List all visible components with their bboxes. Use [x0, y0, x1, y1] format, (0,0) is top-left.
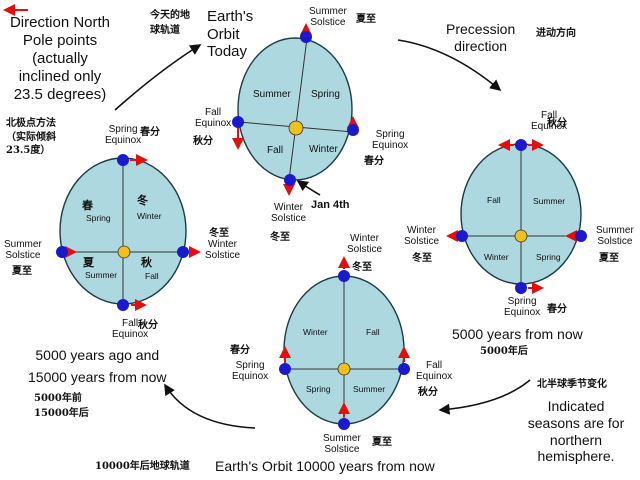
left-q2: Winter	[137, 211, 162, 221]
bottom-summer-solstice-cn: 夏至	[372, 437, 392, 448]
right-winter-solstice: Winter Solstice	[404, 225, 440, 247]
left-fall-equinox-cn: 秋分	[138, 320, 158, 331]
top-q-winter: Winter	[309, 144, 338, 155]
bottom-q-fall: Fall	[366, 327, 380, 337]
orbit-5000-ago	[56, 154, 201, 311]
left-spring-equinox-cn: 春分	[140, 127, 160, 138]
top-winter-solstice-cn: 冬至	[270, 232, 290, 243]
bottom-summer-solstice: Summer Solstice	[323, 433, 361, 455]
left-q3: Summer	[85, 270, 118, 280]
bottom-caption-cn: 10000年后地球轨道	[95, 461, 190, 472]
left-q4: Fall	[145, 271, 159, 281]
left-caption-cn: 5000年前 15000年后	[34, 393, 89, 419]
left-q2-cn: 冬	[137, 194, 148, 207]
top-q-spring: Spring	[311, 89, 340, 100]
bottom-q-spring: Spring	[306, 384, 331, 394]
note-text: Indicated seasons are for northern hemis…	[527, 398, 625, 465]
bottom-spring-equinox-cn: 春分	[230, 345, 250, 356]
top-fall-equinox-cn: 秋分	[193, 136, 213, 147]
precession-cn: 进动方向	[536, 28, 576, 39]
top-title-cn: 今天的地 球轨道	[150, 10, 190, 36]
bottom-fall-equinox: Fall Equinox	[416, 360, 453, 382]
top-fall-equinox: Fall Equinox	[195, 107, 232, 129]
bottom-spring-equinox: Spring Equinox	[232, 360, 269, 382]
jan-4th-label: Jan 4th	[311, 199, 350, 211]
jan-arrow	[296, 180, 321, 196]
left-q3-cn: 夏	[83, 256, 94, 269]
left-summer-solstice-cn: 夏至	[12, 266, 32, 277]
bottom-fall-equinox-cn: 秋分	[418, 387, 438, 398]
top-q-fall: Fall	[267, 145, 284, 156]
bottom-winter-solstice: Winter Solstice	[347, 233, 383, 255]
right-summer-solstice-cn: 夏至	[599, 253, 619, 264]
top-spring-equinox-cn: 春分	[364, 156, 384, 167]
legend-cn: 北极点方法 （实际倾斜 23.5度）	[6, 118, 56, 156]
right-winter-solstice-cn: 冬至	[412, 253, 432, 264]
left-q1: Spring	[86, 213, 111, 223]
cycle-arrow-2	[397, 39, 502, 92]
precession-label: Precession direction	[446, 21, 516, 54]
right-caption: 5000 years from now	[452, 326, 583, 342]
left-fall-equinox: Fall Equinox	[112, 318, 149, 340]
right-q-fall: Fall	[487, 195, 501, 205]
top-q-summer: Summer	[253, 89, 291, 100]
right-caption-cn: 5000年后	[480, 346, 528, 357]
right-fall-equinox: Fall Equinox	[531, 110, 568, 132]
left-summer-solstice: Summer Solstice	[4, 239, 42, 261]
right-spring-equinox-cn: 春分	[547, 304, 567, 315]
orbit-today	[232, 23, 359, 196]
right-q-winter: Winter	[484, 252, 509, 262]
cycle-arrow-4	[164, 383, 256, 429]
left-q1-cn: 春	[82, 199, 93, 212]
right-fall-equinox-cn: 秋分	[547, 118, 567, 129]
bottom-q-summer: Summer	[353, 384, 386, 394]
left-winter-solstice-cn: 冬至	[209, 228, 229, 239]
cycle-arrow-1	[114, 44, 202, 111]
left-winter-solstice: Winter Solstice	[205, 239, 241, 261]
left-caption: 5000 years ago and 15000 years from now	[28, 347, 167, 385]
note-cn: 北半球季节变化	[537, 379, 607, 390]
bottom-q-winter: Winter	[303, 327, 328, 337]
top-summer-solstice-cn: 夏至	[356, 14, 376, 25]
bottom-winter-solstice-cn: 冬至	[352, 262, 372, 273]
left-spring-equinox: Spring Equinox	[105, 124, 142, 146]
orbit-5000-from-now	[446, 139, 587, 294]
right-q-spring: Spring	[536, 252, 561, 262]
top-winter-solstice: Winter Solstice	[271, 202, 307, 224]
legend-title: Direction North Pole points (actually in…	[9, 14, 111, 103]
top-summer-solstice: Summer Solstice	[309, 6, 347, 28]
right-spring-equinox: Spring Equinox	[504, 296, 541, 318]
cycle-arrow-3	[438, 379, 531, 415]
bottom-caption: Earth's Orbit 10000 years from now	[215, 458, 435, 474]
orbit-10000-from-now	[279, 256, 410, 430]
top-title: Earth's Orbit Today	[207, 8, 254, 61]
left-q4-cn: 秋	[141, 256, 152, 269]
right-q-summer: Summer	[533, 196, 566, 206]
right-summer-solstice: Summer Solstice	[596, 225, 634, 247]
top-spring-equinox: Spring Equinox	[372, 129, 409, 151]
